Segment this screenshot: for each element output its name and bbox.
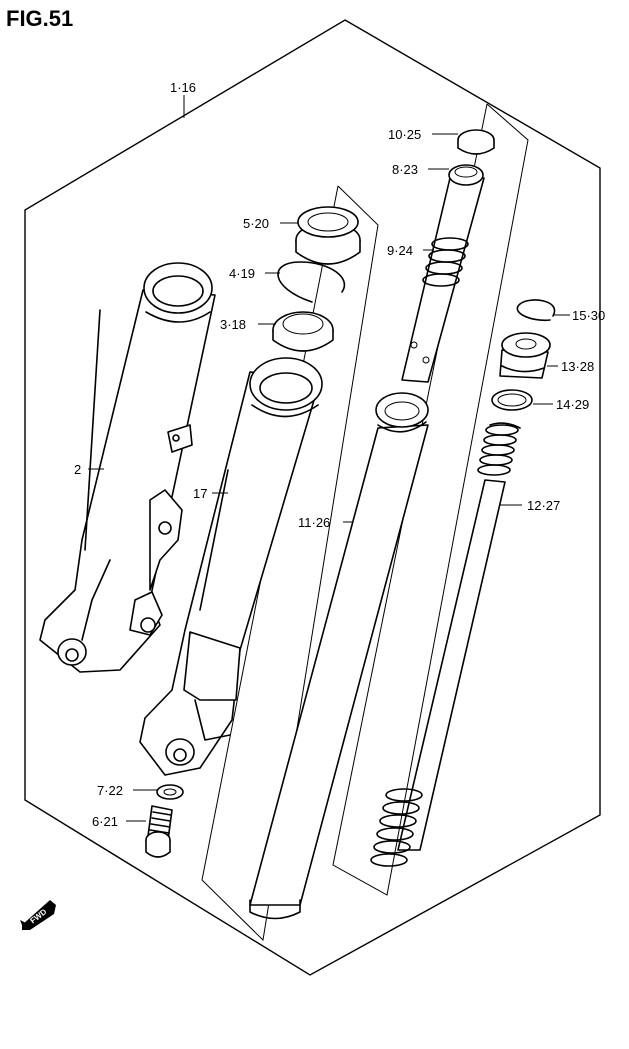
inner-tube-boundary	[201, 185, 379, 942]
circlip	[516, 299, 556, 322]
oil-seal	[272, 311, 334, 352]
damper-cylinder	[370, 422, 521, 867]
label-14-29: 14·29	[556, 397, 589, 412]
label-12-27: 12·27	[527, 498, 560, 513]
cap-ring	[457, 129, 495, 155]
label-8-23: 8·23	[392, 162, 418, 177]
assembly-boundary	[24, 19, 601, 976]
damper-boundary	[332, 103, 529, 896]
label-6-21: 6·21	[92, 814, 118, 829]
rebound-spring	[422, 237, 469, 287]
outer-tube-right	[139, 357, 323, 776]
label-17: 17	[193, 486, 207, 501]
label-5-20: 5·20	[243, 216, 269, 231]
figure-title: FIG.51	[6, 6, 73, 31]
damper-rod	[401, 164, 485, 383]
label-7-22: 7·22	[97, 783, 123, 798]
label-4-19: 4·19	[229, 266, 255, 281]
spring-guide	[499, 332, 551, 379]
label-13-28: 13·28	[561, 359, 594, 374]
label-1-16: 1·16	[170, 80, 196, 95]
label-2: 2	[74, 462, 81, 477]
label-10-25: 10·25	[388, 127, 421, 142]
o-ring	[491, 389, 533, 411]
fwd-arrow-icon: FWD	[20, 900, 56, 930]
drain-bolt-washer	[156, 784, 184, 800]
label-11-26: 11·26	[298, 515, 330, 530]
stopper-ring	[277, 261, 345, 303]
dust-seal	[295, 206, 361, 265]
drain-bolt	[145, 805, 173, 858]
label-15-30: 15·30	[572, 308, 605, 323]
outer-tube-left	[39, 262, 216, 673]
label-3-18: 3·18	[220, 317, 246, 332]
label-9-24: 9·24	[387, 243, 413, 258]
inner-tube	[249, 392, 429, 920]
